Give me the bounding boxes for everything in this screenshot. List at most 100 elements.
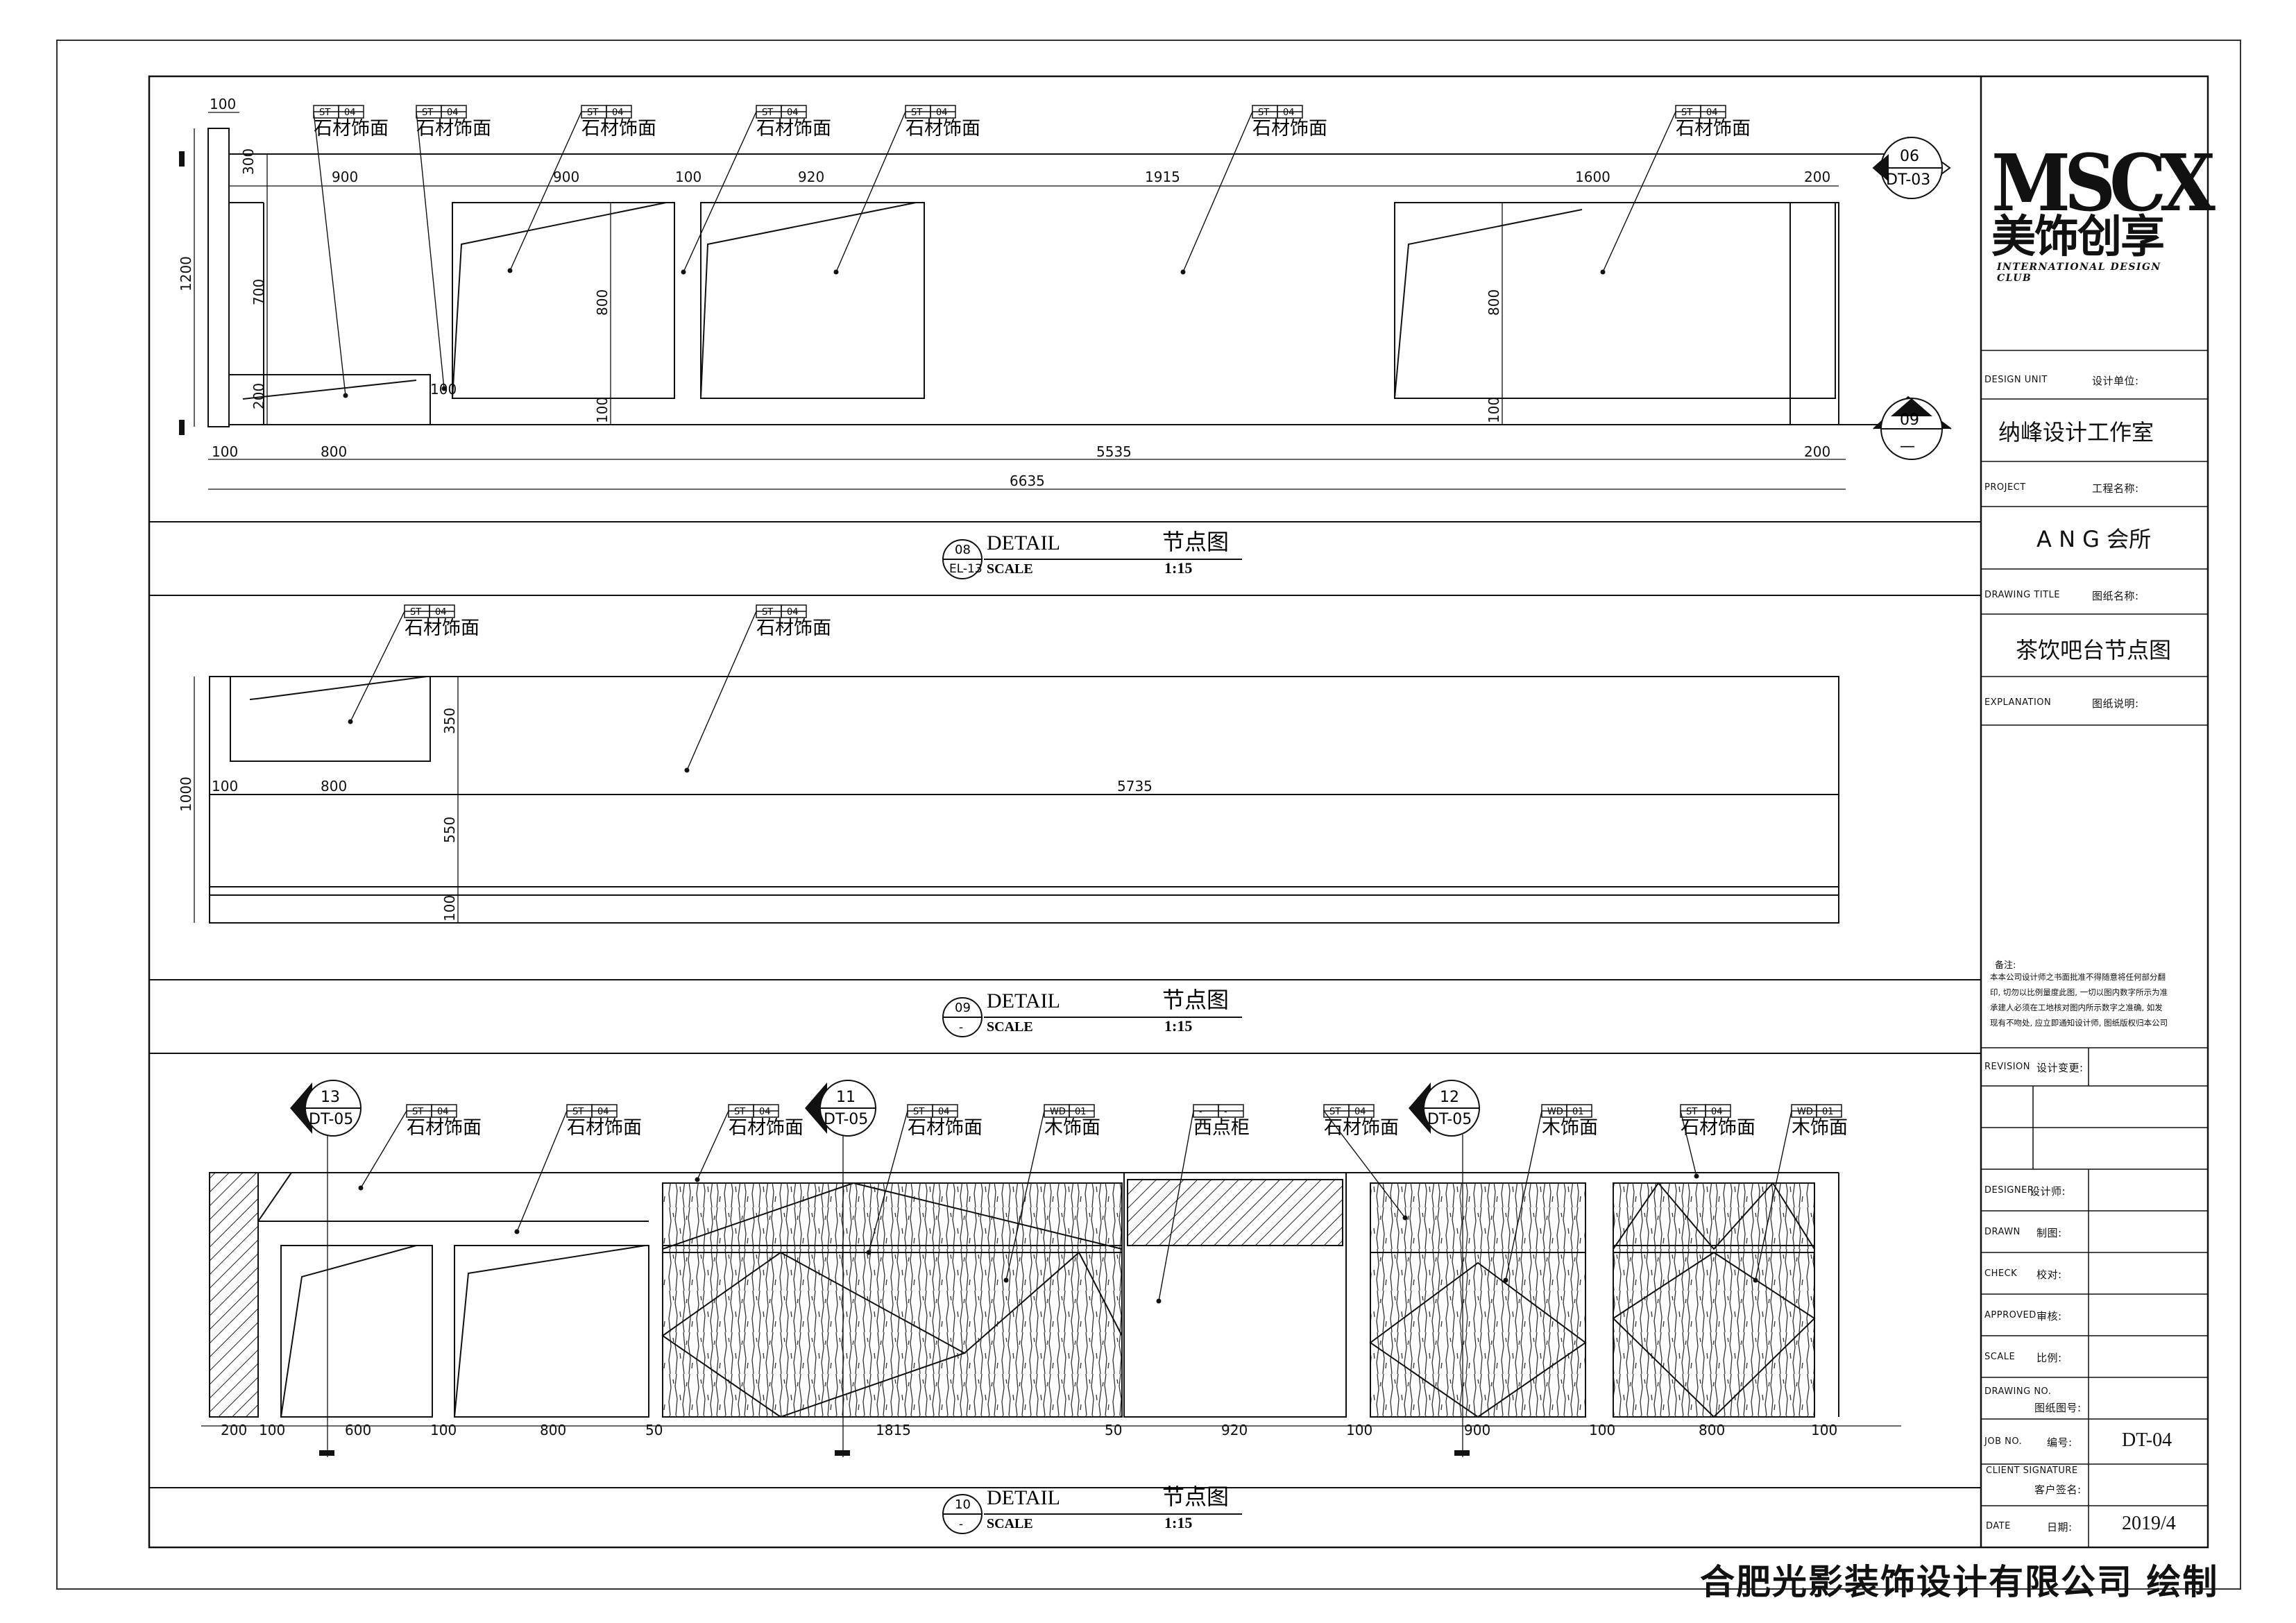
- check-cn: 校对:: [2036, 1268, 2062, 1281]
- leader-line: [683, 111, 806, 273]
- tag-number: -: [1224, 1107, 1227, 1117]
- tag-number: 04: [787, 607, 799, 618]
- callout-09: 09 —: [1873, 396, 1952, 460]
- tag-code: ST: [587, 108, 598, 118]
- leader-line: [416, 111, 466, 389]
- dim-text: 800: [594, 289, 611, 316]
- job-no-en: JOB NO.: [1984, 1436, 2023, 1447]
- client-cn: 客户签名:: [2034, 1484, 2082, 1496]
- section-number: 10: [955, 1497, 971, 1512]
- dim-text: 920: [798, 169, 824, 185]
- tag-label: 石材饰面: [1681, 1117, 1755, 1139]
- leader-dot: [1503, 1277, 1508, 1283]
- tag-code: ST: [1681, 108, 1692, 118]
- leader-dot: [833, 269, 839, 275]
- tag-code: ST: [410, 607, 421, 618]
- dim-text: 300: [240, 148, 257, 175]
- tag-number: 04: [344, 108, 356, 118]
- tag-label: 石材饰面: [567, 1117, 642, 1139]
- tag-number: 04: [1354, 1107, 1366, 1117]
- job-no-cn: 编号:: [2047, 1436, 2073, 1449]
- leader-dot: [681, 269, 686, 275]
- detail-09-dimensions: [194, 677, 1839, 923]
- leader-dot: [358, 1185, 364, 1191]
- detail-10-elevation: [209, 1172, 1839, 1418]
- tag-code: ST: [572, 1107, 584, 1117]
- leader-dot: [441, 386, 447, 391]
- leader-line: [686, 611, 806, 771]
- section-number: 08: [955, 543, 971, 557]
- dim-text: 1000: [178, 776, 194, 812]
- tag-number: 04: [437, 1107, 449, 1117]
- drawn-en: DRAWN: [1984, 1227, 2021, 1237]
- section-cn-title: 节点图: [1162, 1484, 1229, 1510]
- tag-number: 04: [759, 1107, 771, 1117]
- detail-08-dim-text: 100 300 900 900 100 920 1915 1600 200 12…: [178, 96, 1830, 489]
- tag-label: 木饰面: [1542, 1117, 1598, 1139]
- tag-label: 石材饰面: [756, 618, 831, 639]
- scale-en: SCALE: [1984, 1352, 2016, 1362]
- detail-10-end-marks: [319, 1450, 1470, 1456]
- section-number: 09: [955, 1001, 971, 1015]
- check-en: CHECK: [1984, 1268, 2018, 1279]
- dim-text: 100: [1589, 1422, 1615, 1438]
- callout-number: 09: [1900, 411, 1919, 429]
- designer-cn: 设计师:: [2030, 1185, 2066, 1198]
- tag-label: 石材饰面: [908, 1117, 983, 1139]
- leader-dot: [866, 1250, 871, 1255]
- tag-code: ST: [319, 108, 330, 118]
- leader-dot: [1753, 1277, 1758, 1283]
- dim-text: 900: [1464, 1422, 1490, 1438]
- revision-cn: 设计变更:: [2036, 1062, 2084, 1074]
- leader-dot: [348, 719, 353, 724]
- tag-code: ST: [1686, 1107, 1697, 1117]
- tag-label: 石材饰面: [1324, 1117, 1399, 1139]
- material-tag: --西点柜: [1156, 1104, 1250, 1304]
- dim-text: 100: [212, 443, 238, 460]
- dim-text: 50: [1105, 1422, 1122, 1438]
- leader-dot: [1156, 1298, 1162, 1304]
- tag-label: 木饰面: [1792, 1117, 1848, 1139]
- notes-line: 承建人必须在工地核对图内所示数字之准确, 如发: [1990, 1003, 2163, 1012]
- section-title: DETAIL: [987, 989, 1060, 1012]
- notes-line: 印, 切勿以比例量度此图, 一切以图内数字所示为准: [1990, 987, 2168, 997]
- inner-frame: [148, 75, 2209, 1549]
- leader-line: [1602, 111, 1726, 273]
- tag-label: 石材饰面: [581, 118, 656, 139]
- tag-code: ST: [762, 108, 773, 118]
- drawing-no-en: DRAWING NO.: [1984, 1386, 2052, 1397]
- leader-line: [1158, 1110, 1243, 1302]
- callout-ref: DT-05: [309, 1111, 353, 1128]
- tag-code: ST: [1329, 1107, 1341, 1117]
- section-scale: 1:15: [1164, 1017, 1192, 1035]
- dim-text: 350: [441, 708, 458, 734]
- leader-line: [835, 111, 955, 273]
- project-cn: 工程名称:: [2092, 482, 2139, 495]
- tag-label: 石材饰面: [756, 118, 831, 139]
- designer-en: DESIGNER: [1984, 1185, 2034, 1196]
- dim-text: 900: [332, 169, 358, 185]
- drawing-no-cn: 图纸图号:: [2034, 1402, 2082, 1414]
- revision-en: REVISION: [1984, 1062, 2031, 1072]
- dim-text: 800: [321, 778, 347, 794]
- approved-cn: 审核:: [2036, 1310, 2062, 1323]
- dim-text: 800: [540, 1422, 566, 1438]
- leader-line: [1680, 1110, 1730, 1177]
- leader-line: [1755, 1110, 1842, 1281]
- leader-dot: [1402, 1215, 1408, 1221]
- tag-label: 石材饰面: [407, 1117, 482, 1139]
- section-title-08: 08 EL-13 DETAIL SCALE 节点图 1:15: [942, 529, 1242, 579]
- notes-line: 现有不吻处, 应立即通知设计师, 图纸版权归本公司: [1990, 1018, 2168, 1028]
